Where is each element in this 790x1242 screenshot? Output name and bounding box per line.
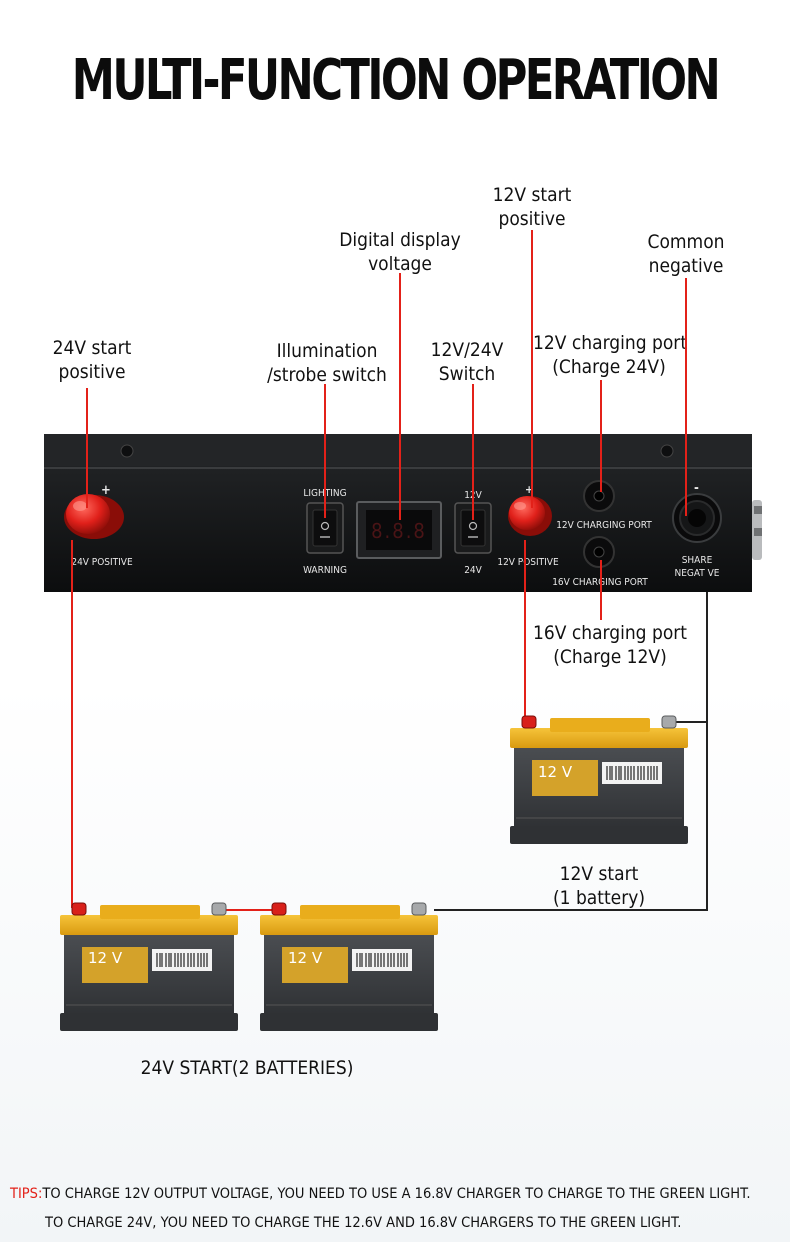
tips-section: TIPS:TO CHARGE 12V OUTPUT VOLTAGE, YOU N… <box>10 1180 751 1238</box>
battery-label: 12 V <box>538 763 573 781</box>
callout-line: Switch <box>438 363 496 385</box>
plus-sign: + <box>101 483 111 498</box>
callout-16v-charging-port: 16V charging port (Charge 12V) <box>528 621 692 669</box>
label-12v-positive: 12V POSITIVE <box>497 557 559 568</box>
callout-24v-start-batteries: 24V START(2 BATTERIES) <box>140 1057 354 1079</box>
label-12v: 12V <box>464 490 482 501</box>
battery-24v-left-icon <box>59 902 239 1032</box>
callout-line: positive <box>58 361 126 383</box>
callout-line: (Charge 24V) <box>552 356 666 378</box>
control-panel <box>44 434 762 592</box>
battery-24v-right-icon <box>259 902 439 1032</box>
callout-line: Digital display <box>339 229 461 251</box>
label-share: SHARE <box>682 555 713 566</box>
callout-line: voltage <box>368 253 432 275</box>
terminal-24v-positive-icon <box>64 494 124 539</box>
digital-display-icon <box>356 501 442 559</box>
label-lighting: LIGHTING <box>303 488 346 499</box>
battery-12v-start-icon <box>509 715 689 845</box>
label-24v: 24V <box>464 565 482 576</box>
callout-line: 24V start <box>52 337 132 359</box>
plus-sign: + <box>525 483 533 496</box>
callout-line: positive <box>498 208 566 230</box>
battery-label: 12 V <box>288 949 323 967</box>
label-16v-charging-port: 16V CHARGING PORT <box>552 577 648 588</box>
minus-sign: - <box>694 481 699 496</box>
callout-12v-charging-port: 12V charging port (Charge 24V) <box>533 331 688 379</box>
label-warning: WARNING <box>303 565 347 576</box>
tips-prefix: TIPS: <box>10 1186 43 1202</box>
label-negative: NEGAT VE <box>675 568 720 579</box>
callout-24v-start-positive: 24V start positive <box>42 336 142 384</box>
callout-line: (1 battery) <box>552 887 646 909</box>
callout-digital-display: Digital display voltage <box>336 228 464 276</box>
callout-line: (Charge 12V) <box>553 646 667 668</box>
callout-line: 16V charging port <box>532 622 687 644</box>
display-value: 8.8.8 <box>371 519 427 543</box>
callout-line: 12V start <box>559 863 639 885</box>
lighting-switch-icon <box>306 502 344 554</box>
callout-12v-start-battery: 12V start (1 battery) <box>544 862 654 910</box>
callout-12v-start-positive: 12V start positive <box>482 183 582 231</box>
label-24v-positive: 24V POSITIVE <box>71 557 133 568</box>
terminal-negative-icon <box>672 493 722 543</box>
charging-port-16v-icon <box>583 536 615 568</box>
tips-line-2: TO CHARGE 24V, YOU NEED TO CHARGE THE 12… <box>45 1215 682 1231</box>
callout-12v-24v-switch: 12V/24V Switch <box>424 338 510 386</box>
screw-icon <box>660 444 674 458</box>
callout-illumination-switch: Illumination /strobe switch <box>260 339 394 387</box>
callout-line: /strobe switch <box>267 364 387 386</box>
screw-icon <box>120 444 134 458</box>
callout-line: Common <box>647 231 725 253</box>
tips-line-1: TIPS:TO CHARGE 12V OUTPUT VOLTAGE, YOU N… <box>10 1180 751 1209</box>
callout-line: Illumination <box>276 340 378 362</box>
terminal-12v-positive-icon <box>508 496 552 536</box>
callout-line: negative <box>648 255 724 277</box>
page-title: MULTI-FUNCTION OPERATION <box>71 48 721 113</box>
voltage-switch-icon <box>454 502 492 554</box>
battery-label: 12 V <box>88 949 123 967</box>
callout-common-negative: Common negative <box>640 230 732 278</box>
charging-port-12v-icon <box>583 480 615 512</box>
callout-line: 12V/24V <box>430 339 504 361</box>
callout-line: 12V charging port <box>533 332 688 354</box>
label-12v-charging-port: 12V CHARGING PORT <box>556 520 652 531</box>
callout-line: 12V start <box>492 184 572 206</box>
tips-text-1: TO CHARGE 12V OUTPUT VOLTAGE, YOU NEED T… <box>42 1186 751 1202</box>
